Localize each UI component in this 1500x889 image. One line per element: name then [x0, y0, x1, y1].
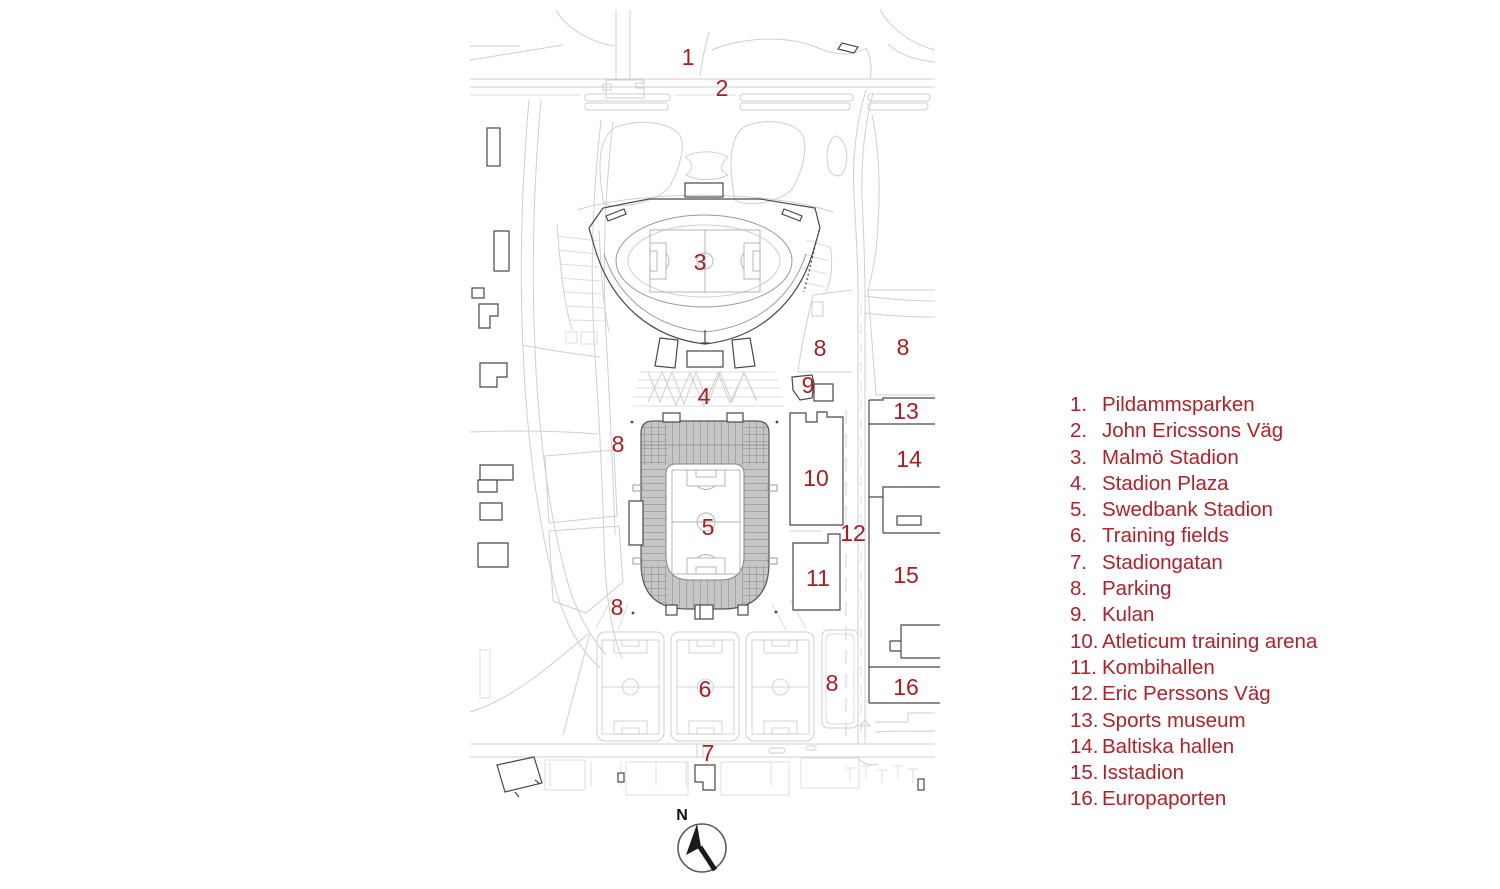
map-label-8: 8	[814, 335, 827, 361]
map-label-8: 8	[897, 334, 910, 360]
legend-item: 6. Training fields	[1070, 523, 1317, 549]
legend-item-number: 7.	[1070, 550, 1088, 574]
map-label-7: 7	[702, 740, 715, 766]
legend-item-number: 6.	[1070, 524, 1088, 548]
map-label-2: 2	[716, 75, 729, 101]
legend-item: 8. Parking	[1070, 576, 1317, 602]
legend-item-label: Stadiongatan	[1102, 550, 1223, 574]
map-label-8: 8	[611, 594, 624, 620]
legend-item-label: Malmö Stadion	[1102, 445, 1239, 469]
swedbank-stadion	[628, 412, 779, 620]
map-label-16: 16	[893, 674, 919, 700]
map-label-5: 5	[702, 514, 715, 540]
legend-item-label: Isstadion	[1102, 761, 1185, 785]
map-label-3: 3	[694, 249, 707, 275]
legend-item: 5. Swedbank Stadion	[1070, 497, 1317, 523]
legend-item-label: Parking	[1102, 577, 1172, 601]
legend-item-label: Pildammsparken	[1102, 393, 1255, 416]
legend-item-label: Kulan	[1102, 603, 1155, 627]
legend-item-number: 5.	[1070, 498, 1088, 522]
map-label-11: 11	[806, 565, 830, 591]
baltiska-isstadion-europaporten	[845, 397, 940, 740]
legend-item-number: 4.	[1070, 471, 1088, 495]
malmo-stadion	[556, 182, 833, 369]
legend-item-number: 15.	[1070, 761, 1099, 785]
park-shapes	[576, 121, 848, 213]
legend-item-label: John Ericssons Väg	[1102, 419, 1284, 443]
legend-item: 16.Europaporten	[1070, 786, 1317, 812]
legend-item: 3. Malmö Stadion	[1070, 445, 1317, 471]
legend-item-label: Training fields	[1102, 524, 1229, 548]
legend-item-label: Stadion Plaza	[1102, 471, 1229, 495]
map-label-1: 1	[682, 44, 695, 70]
map-label-15: 15	[893, 562, 919, 588]
kulan-building	[791, 374, 834, 402]
legend-item: 12.Eric Perssons Väg	[1070, 681, 1317, 707]
legend-item: 1. Pildammsparken	[1070, 392, 1317, 418]
legend-item: 15.Isstadion	[1070, 760, 1317, 786]
compass-north-label: N	[676, 807, 688, 824]
legend-item: 10.Atleticum training arena	[1070, 629, 1317, 655]
map-label-8: 8	[612, 431, 625, 457]
legend-item-number: 14.	[1070, 734, 1099, 758]
legend-item-number: 8.	[1070, 577, 1088, 601]
legend-item-number: 3.	[1070, 445, 1088, 469]
legend-item-label: Swedbank Stadion	[1102, 498, 1273, 522]
atleticum-building	[789, 411, 844, 532]
map-label-4: 4	[698, 383, 711, 409]
legend-item: 14.Baltiska hallen	[1070, 734, 1317, 760]
legend-item-number: 10.	[1070, 629, 1099, 653]
legend-list: 1. Pildammsparken 2. John Ericssons Väg 3. Ma…	[1070, 392, 1317, 813]
legend-item-number: 16.	[1070, 787, 1099, 811]
roads-and-paths	[469, 9, 936, 796]
legend-item-number: 13.	[1070, 708, 1099, 732]
map-label-12: 12	[840, 520, 866, 546]
kombihallen-building	[792, 533, 841, 611]
legend-item: 9. Kulan	[1070, 602, 1317, 628]
legend-item-number: 2.	[1070, 419, 1088, 443]
map-label-6: 6	[699, 676, 712, 702]
legend-item-number: 9.	[1070, 603, 1088, 627]
map-label-8: 8	[826, 670, 839, 696]
map-label-13: 13	[893, 398, 919, 424]
stadion-plaza	[595, 370, 807, 631]
surrounding-buildings	[471, 42, 925, 798]
legend-item: 2. John Ericssons Väg	[1070, 418, 1317, 444]
legend-item-label: Europaporten	[1102, 787, 1227, 811]
compass-icon: N	[676, 807, 727, 873]
map-label-9: 9	[802, 372, 815, 398]
legend-item-label: Kombihallen	[1102, 655, 1215, 679]
legend-item: 11.Kombihallen	[1070, 655, 1317, 681]
legend-item: 4. Stadion Plaza	[1070, 471, 1317, 497]
map-label-14: 14	[896, 446, 922, 472]
legend-item-number: 1.	[1070, 393, 1088, 416]
legend-item-number: 12.	[1070, 682, 1099, 706]
legend-item-label: Eric Perssons Väg	[1102, 682, 1271, 706]
legend-item: 7. Stadiongatan	[1070, 550, 1317, 576]
map-label-10: 10	[803, 465, 829, 491]
legend-item-label: Atleticum training arena	[1102, 629, 1318, 653]
legend-item: 13.Sports museum	[1070, 708, 1317, 734]
training-fields	[596, 629, 859, 742]
parking-lots	[797, 114, 935, 396]
legend-item-number: 11.	[1070, 655, 1097, 679]
legend-item-label: Sports museum	[1102, 708, 1246, 732]
legend-item-label: Baltiska hallen	[1102, 734, 1235, 758]
